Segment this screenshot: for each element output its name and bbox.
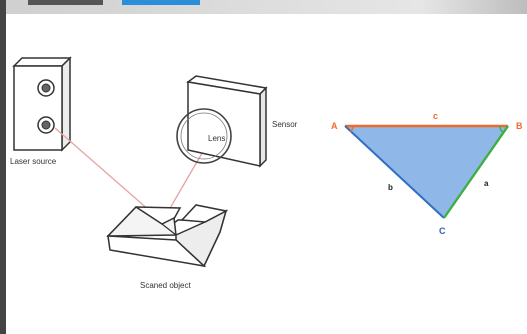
triangle-diagram <box>344 124 509 219</box>
angle-b-arc <box>499 125 505 134</box>
side-a-label: a <box>484 179 489 188</box>
triangle-fill <box>345 126 508 218</box>
tab-active[interactable] <box>122 0 200 5</box>
vertex-c-label: C <box>439 226 446 236</box>
sensor-label: Sensor <box>272 120 298 129</box>
side-a-line <box>443 125 509 219</box>
tab-dark[interactable] <box>28 0 103 5</box>
laser-source-device <box>12 56 72 152</box>
angle-a-arc <box>349 125 354 133</box>
left-border <box>0 0 6 334</box>
scanned-object-label: Scaned object <box>140 281 191 290</box>
scanned-object <box>106 204 229 268</box>
laser-beam-emitted <box>54 127 159 219</box>
side-c-label: c <box>433 111 438 121</box>
vertex-b-label: B <box>516 121 523 131</box>
lens-label: Lens <box>208 134 225 143</box>
side-b-label: b <box>388 183 393 192</box>
laser-source-label: Laser source <box>10 157 57 166</box>
vertex-a-label: A <box>331 121 338 131</box>
lens <box>176 108 232 164</box>
side-b-line <box>344 125 445 219</box>
